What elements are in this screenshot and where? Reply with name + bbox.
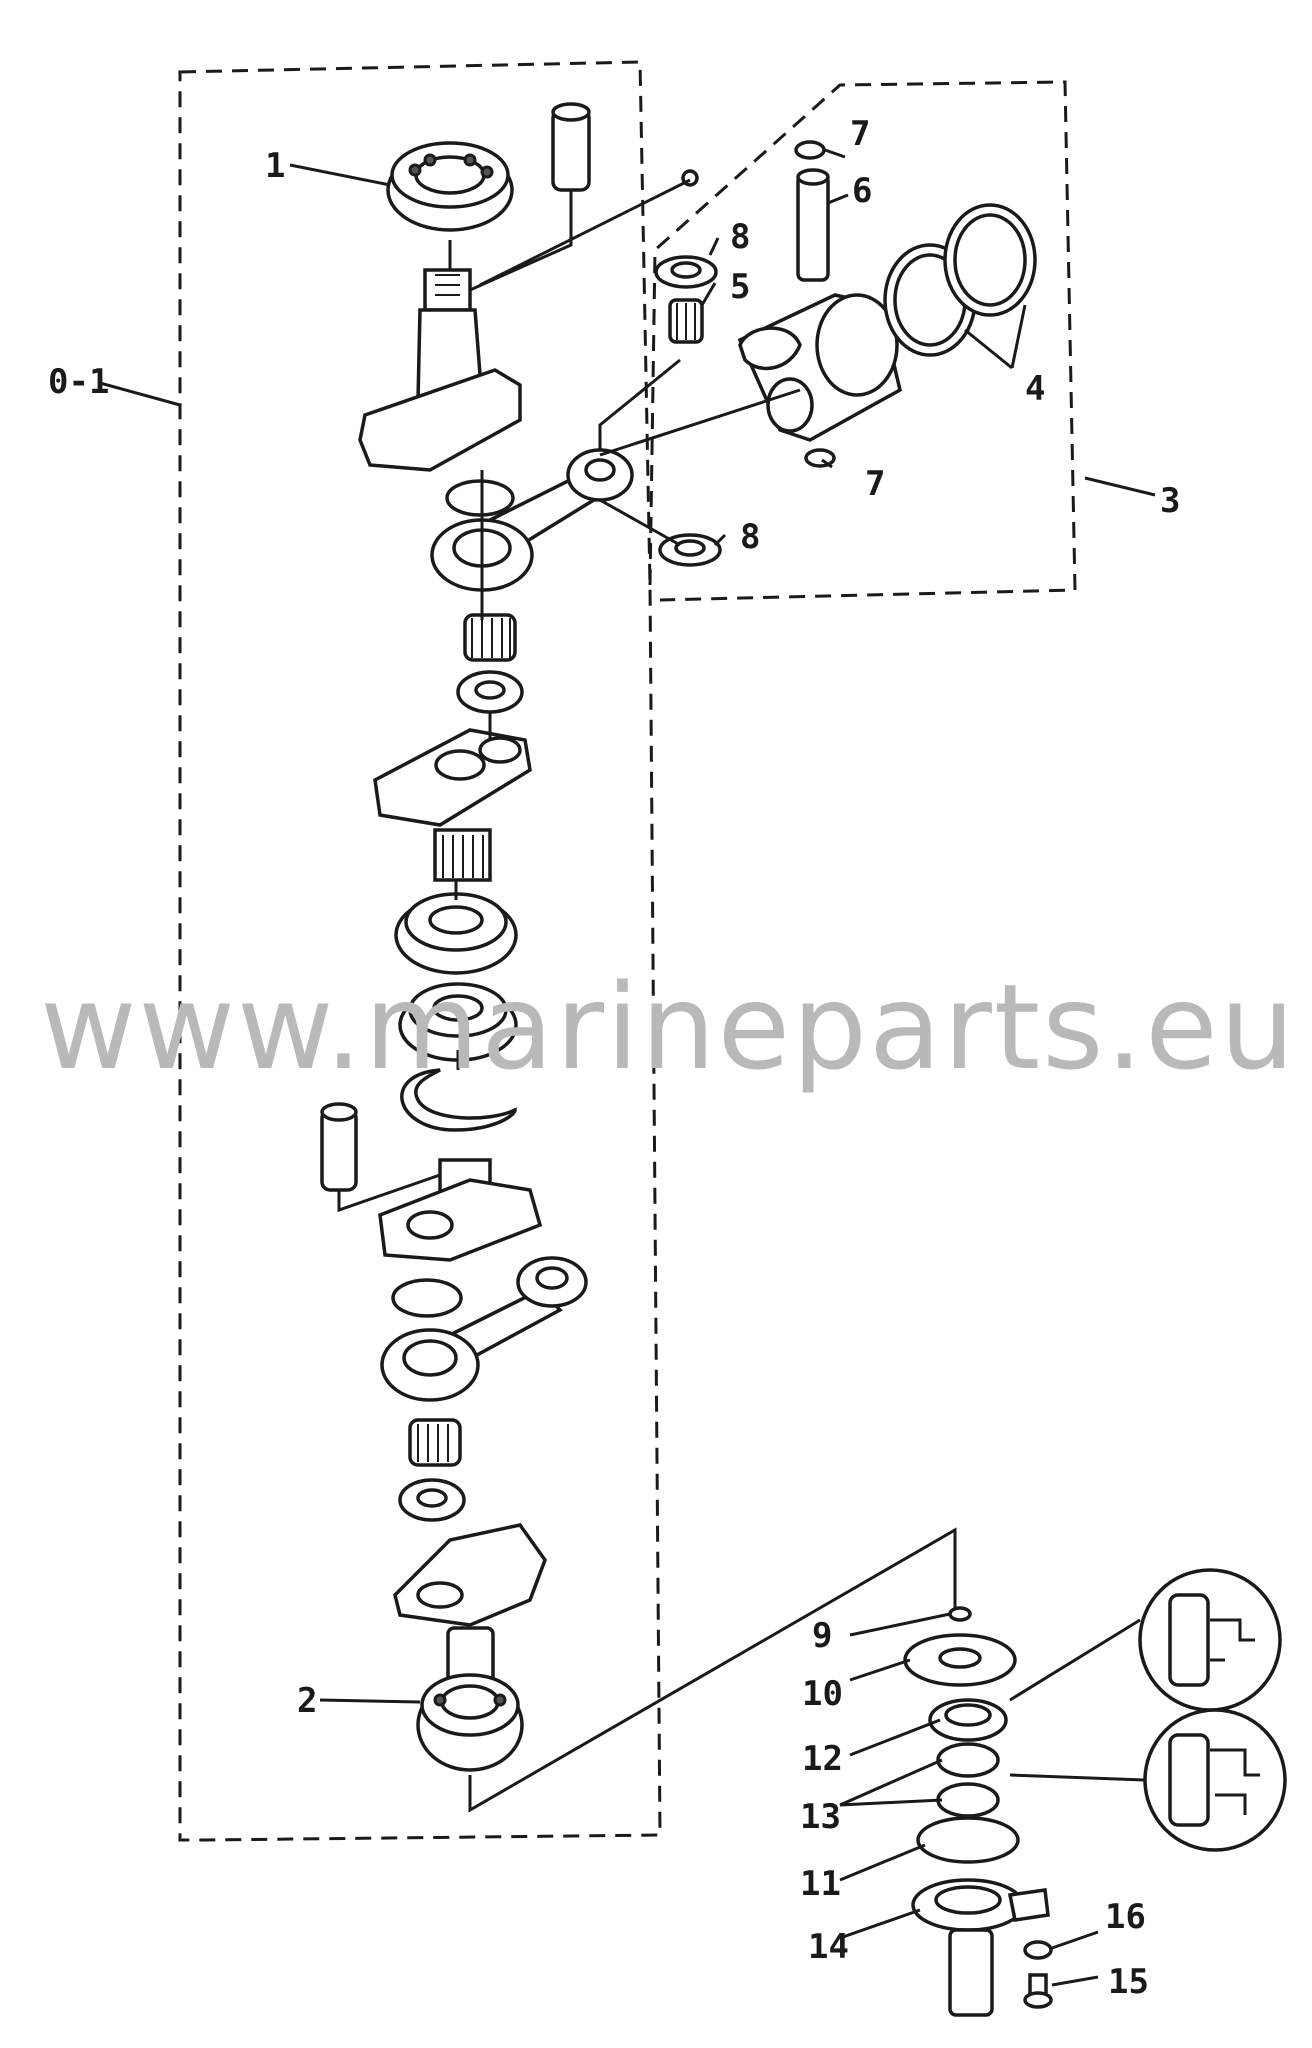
callout-6: 6 [852, 171, 872, 211]
callout-4: 4 [1025, 369, 1045, 409]
center-seal-ring [398, 982, 518, 1062]
connecting-rod-lower [380, 1256, 588, 1402]
callout-15: 15 [1108, 1962, 1149, 2002]
crankshaft-group-box [178, 60, 662, 1842]
seal-carrier-plate-10 [903, 1633, 1017, 1687]
callout-8-upper: 8 [730, 217, 750, 257]
callout-8-lower: 8 [740, 517, 760, 557]
seal-12 [928, 1698, 1008, 1742]
piston-ring-back [943, 203, 1037, 317]
detail-leader-lines [1009, 1618, 1146, 1782]
seals-13 [936, 1742, 1000, 1818]
pin-clip-lower [804, 448, 836, 468]
washer-cage-2 [398, 1478, 466, 1522]
callout-16: 16 [1105, 1897, 1146, 1937]
screw-15 [1023, 1973, 1053, 2009]
callout-1: 1 [265, 146, 285, 186]
axis-line-main [448, 240, 492, 1070]
callout-7-lower: 7 [865, 464, 885, 504]
dowel-pin-middle [320, 1102, 358, 1192]
washer-cage-1 [456, 670, 524, 714]
callout-5: 5 [730, 267, 750, 307]
crankshaft-bottom-section [393, 1523, 547, 1685]
piston-group-box [648, 80, 1077, 602]
callout-3: 3 [1160, 481, 1180, 521]
dowel-pin-upper [551, 102, 591, 192]
lower-main-bearing [416, 1673, 524, 1772]
callout-2: 2 [297, 1681, 317, 1721]
upper-main-bearing [386, 141, 514, 232]
seal-detail-upper [1138, 1568, 1282, 1712]
callout-7-upper: 7 [850, 114, 870, 154]
o-ring-11 [916, 1816, 1020, 1864]
needle-bearing-small [668, 298, 704, 344]
callout-14: 14 [808, 1927, 849, 1967]
needle-cage-2 [408, 1418, 462, 1467]
callout-0-1: 0-1 [48, 362, 109, 402]
lead-lines-upper [469, 178, 801, 547]
crankshaft-upper-section [358, 268, 522, 472]
callout-13: 13 [800, 1797, 841, 1837]
callout-11: 11 [800, 1864, 841, 1904]
thrust-washer-upper [654, 255, 718, 289]
crankshaft-lower-web [378, 1158, 543, 1262]
callout-12: 12 [802, 1739, 843, 1779]
crankshaft-middle-web [373, 728, 532, 882]
piston [737, 293, 903, 442]
seal-detail-lower [1143, 1708, 1287, 1852]
pin-clip-upper [794, 140, 826, 160]
callout-9: 9 [812, 1616, 832, 1656]
retaining-ring [400, 1068, 517, 1132]
connecting-rod-upper [430, 448, 634, 592]
washer-16 [1023, 1940, 1053, 1960]
callout-10: 10 [802, 1674, 843, 1714]
callout-leaders [99, 148, 1156, 1987]
seal-housing-14 [911, 1878, 1050, 2017]
lead-line-bottom [468, 1527, 957, 1813]
needle-cage-1 [463, 613, 517, 662]
o-ring-9 [948, 1606, 972, 1622]
piston-pin [796, 168, 830, 282]
watermark-text: www.marineparts.eu [40, 958, 1297, 1096]
lead-line-dowel-mid [337, 1173, 441, 1213]
